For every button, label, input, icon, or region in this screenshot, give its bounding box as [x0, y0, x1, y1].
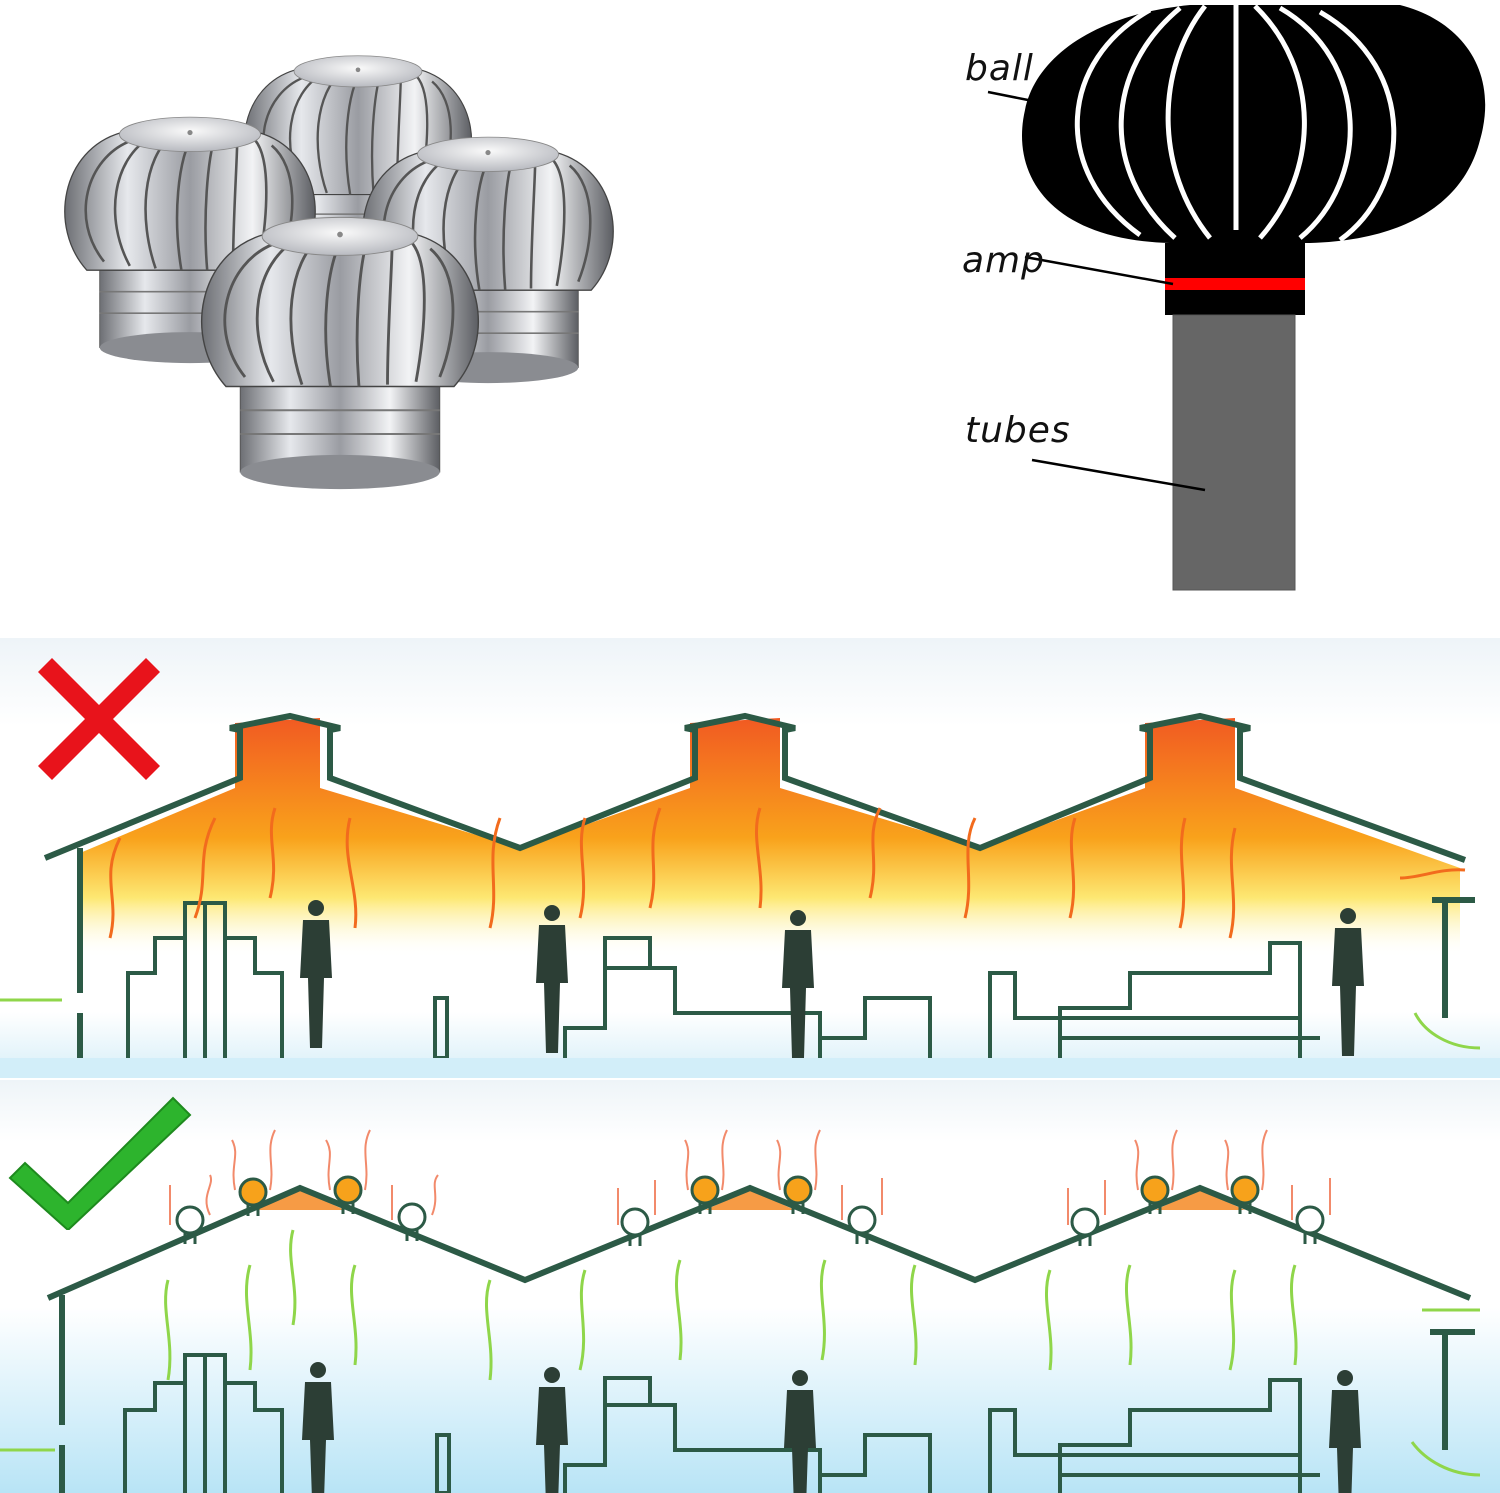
label-ball: ball [965, 48, 1034, 89]
part-diagram: ball amp tubes [940, 0, 1500, 600]
good-ventilation-panel [0, 1080, 1500, 1493]
fresh-air-arrows [0, 1229, 1481, 1477]
red-x-icon [38, 658, 160, 780]
bad-ventilation-panel [0, 638, 1500, 1078]
turbine-ventilators-image [63, 54, 615, 491]
exhaust-arrows [169, 1129, 1331, 1225]
product-photo [40, 20, 640, 530]
turbine-part-diagram [987, 4, 1486, 591]
person-silhouettes [300, 900, 1364, 1058]
green-check-icon [8, 1096, 192, 1230]
label-tubes: tubes [965, 410, 1071, 451]
heat-arrows [108, 807, 1466, 939]
building-without-ventilators [0, 712, 1500, 1078]
building-with-ventilators [0, 1129, 1481, 1493]
label-amp: amp [962, 240, 1045, 281]
